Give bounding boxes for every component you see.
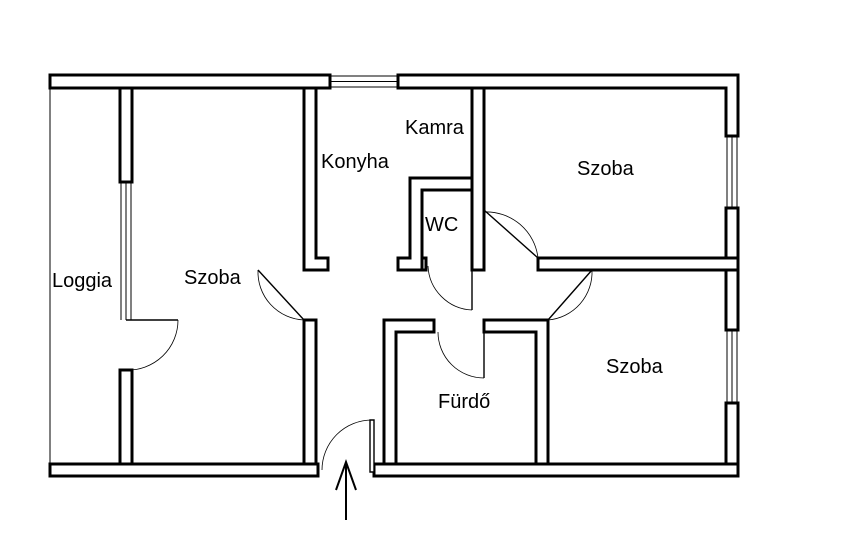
door-szoba-top-right <box>483 209 539 259</box>
wall-top-left <box>48 73 332 90</box>
room-label-konyha: Konyha <box>321 151 390 173</box>
door-wc <box>427 265 473 311</box>
wall-loggia-bottom <box>118 368 134 466</box>
door-entrance <box>321 419 375 473</box>
room-label-szoba-top-right: Szoba <box>577 158 635 180</box>
window-right-bottom <box>726 330 738 403</box>
window-right-top <box>726 136 738 208</box>
door-furdo <box>437 331 485 379</box>
wall-right-rooms <box>536 256 740 272</box>
room-label-loggia: Loggia <box>52 270 113 292</box>
door-szoba-bottom-right <box>547 269 593 321</box>
room-label-kamra: Kamra <box>405 117 465 139</box>
wall-wc-bottom <box>420 256 428 272</box>
wall-szoba-konyha-top <box>302 86 330 272</box>
wall-furdo-top-right <box>482 318 550 466</box>
room-label-szoba-left: Szoba <box>184 267 242 289</box>
wall-loggia-top <box>118 86 134 184</box>
room-label-wc: WC <box>425 214 458 236</box>
wall-kamra-right <box>470 86 486 272</box>
window-top <box>330 75 398 88</box>
door-szoba-left <box>257 269 305 321</box>
window-loggia <box>120 182 132 320</box>
wall-bottom-left <box>48 462 320 478</box>
wall-bottom-right <box>372 462 740 478</box>
door-loggia <box>125 319 179 371</box>
up-arrow-icon <box>335 459 357 520</box>
wall-top-right <box>396 73 740 138</box>
wall-furdo-left-top <box>382 318 436 466</box>
wall-szoba-konyha-bottom <box>302 318 318 466</box>
room-label-furdo: Fürdő <box>438 391 490 413</box>
room-label-szoba-bottom-right: Szoba <box>606 356 664 378</box>
